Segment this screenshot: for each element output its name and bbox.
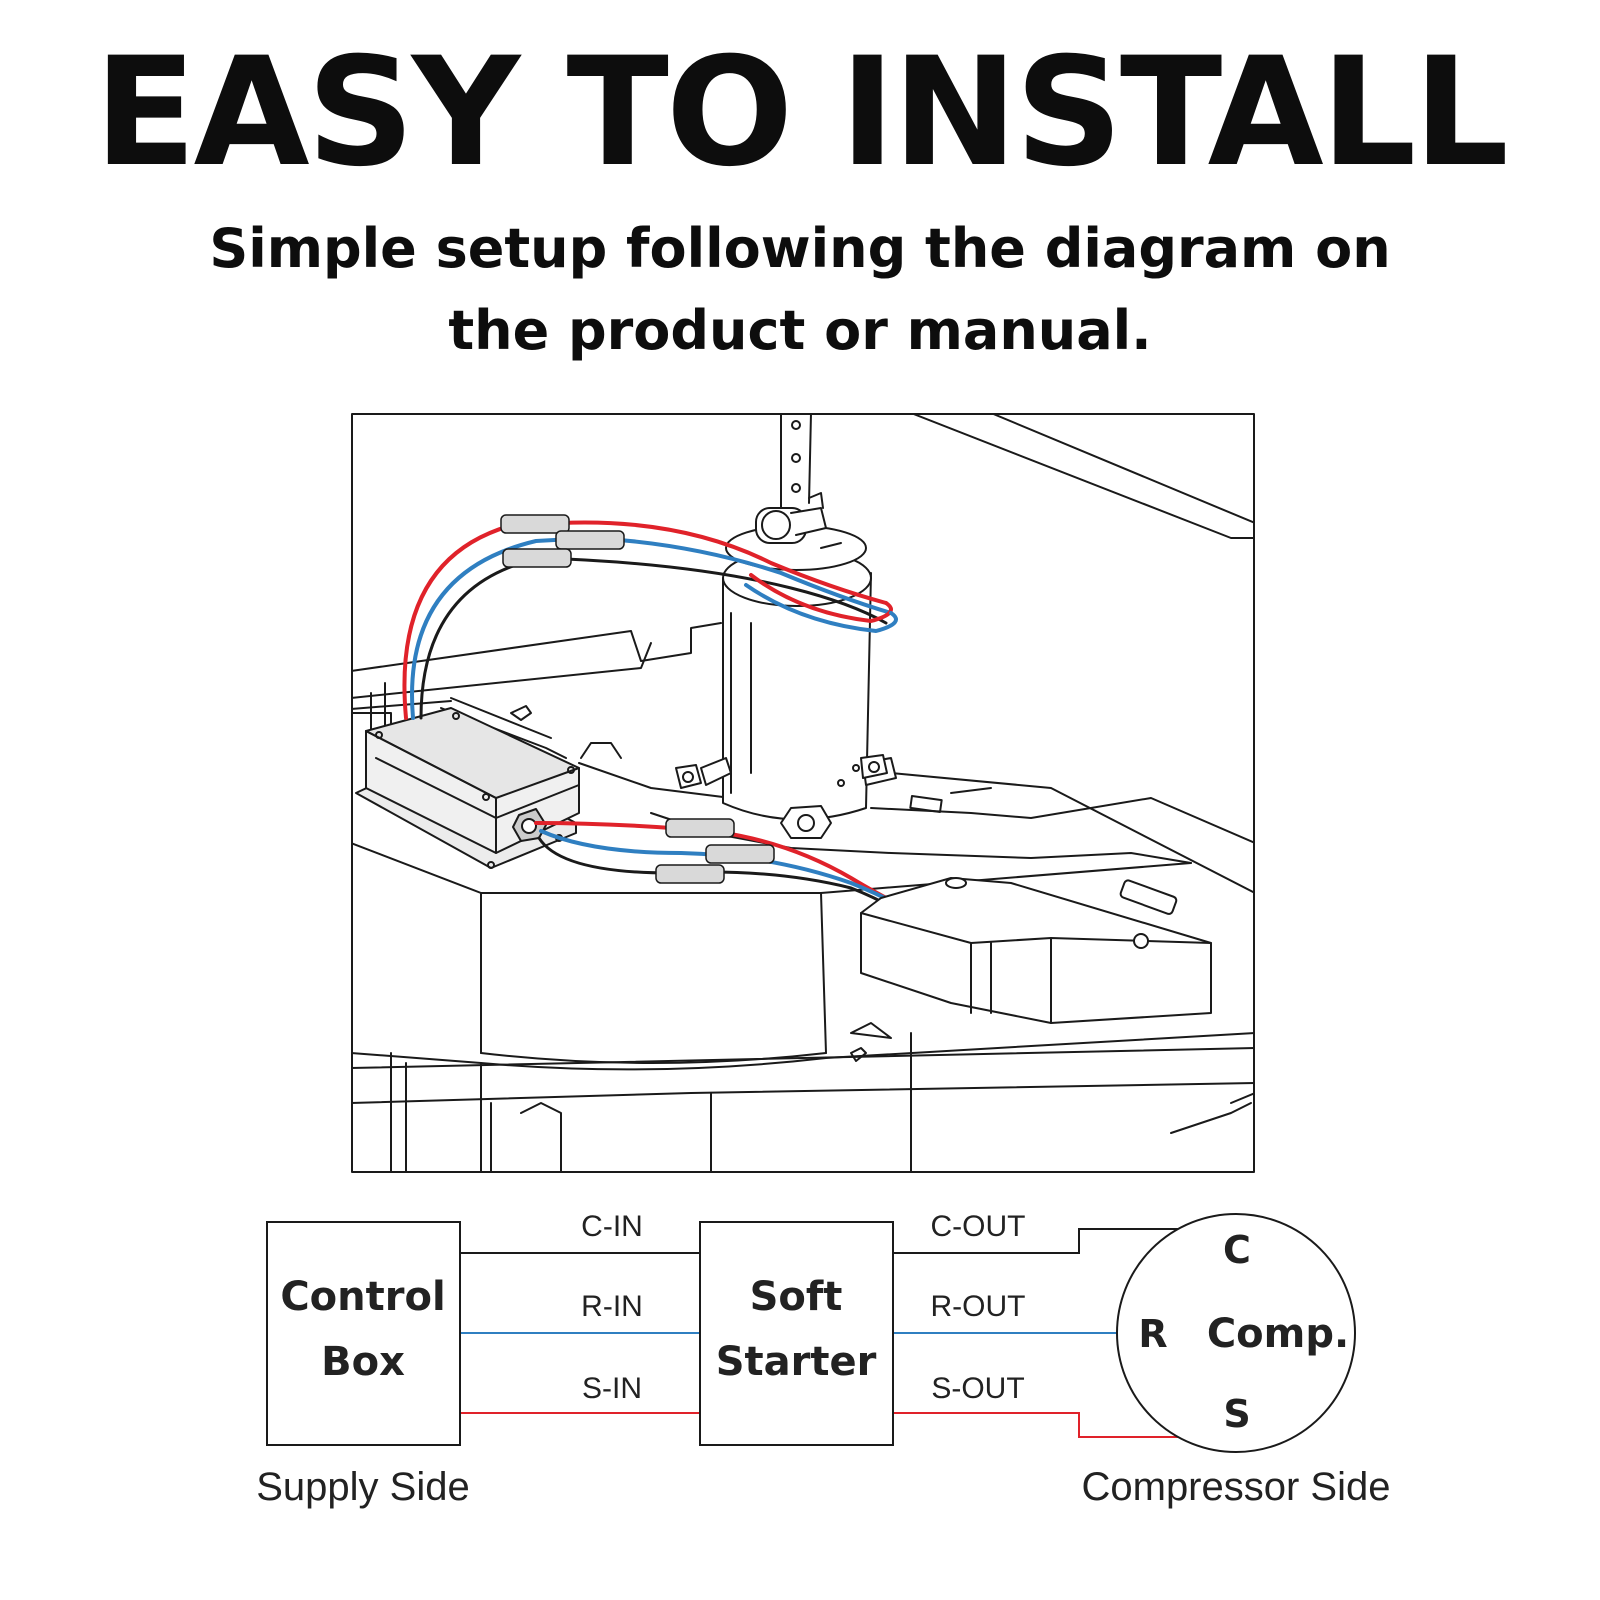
- control-box: [266, 1221, 461, 1446]
- wire-connectors-lower: [655, 818, 775, 884]
- compressor-pin-r: R: [1138, 1312, 1167, 1356]
- c-out-label: C-OUT: [931, 1210, 1026, 1243]
- s-out-wire: [893, 1412, 1180, 1438]
- soft-starter-box: [699, 1221, 894, 1446]
- s-out-label: S-OUT: [931, 1372, 1024, 1405]
- compressor-side-caption: Compressor Side: [1081, 1465, 1390, 1509]
- s-wires: [460, 1412, 1180, 1438]
- right-tray-cover: [860, 877, 1212, 1024]
- compressor-pin-c: C: [1223, 1228, 1251, 1272]
- c-wires: [460, 1228, 1180, 1254]
- wire-connectors-upper: [500, 514, 625, 568]
- s-in-label: S-IN: [582, 1372, 642, 1405]
- control-box-label-line1: Control: [280, 1274, 445, 1320]
- mounting-bracket: [780, 413, 812, 514]
- upper-wire-harness: [402, 520, 898, 720]
- control-box-label-line2: Box: [321, 1339, 405, 1385]
- r-in-label: R-IN: [581, 1290, 643, 1323]
- subtitle-line-1: Simple setup following the diagram on: [209, 217, 1391, 280]
- compressor-label: Comp.: [1207, 1311, 1349, 1357]
- c-in-label: C-IN: [581, 1210, 643, 1243]
- wiring-diagram: Control Box Soft Starter C R Comp. S C-I…: [256, 1210, 1390, 1509]
- compressor-circle: [1116, 1213, 1356, 1453]
- subtitle-line-2: the product or manual.: [448, 299, 1152, 362]
- supply-side-caption: Supply Side: [256, 1465, 469, 1509]
- r-out-label: R-OUT: [931, 1290, 1026, 1323]
- soft-starter-label-line1: Soft: [750, 1274, 843, 1320]
- soft-starter-label-line2: Starter: [716, 1339, 877, 1385]
- installation-illustration: [351, 413, 1255, 1173]
- page-title: EASY TO INSTALL: [94, 26, 1509, 200]
- compressor-pin-s: S: [1223, 1392, 1250, 1436]
- c-out-wire: [893, 1228, 1180, 1254]
